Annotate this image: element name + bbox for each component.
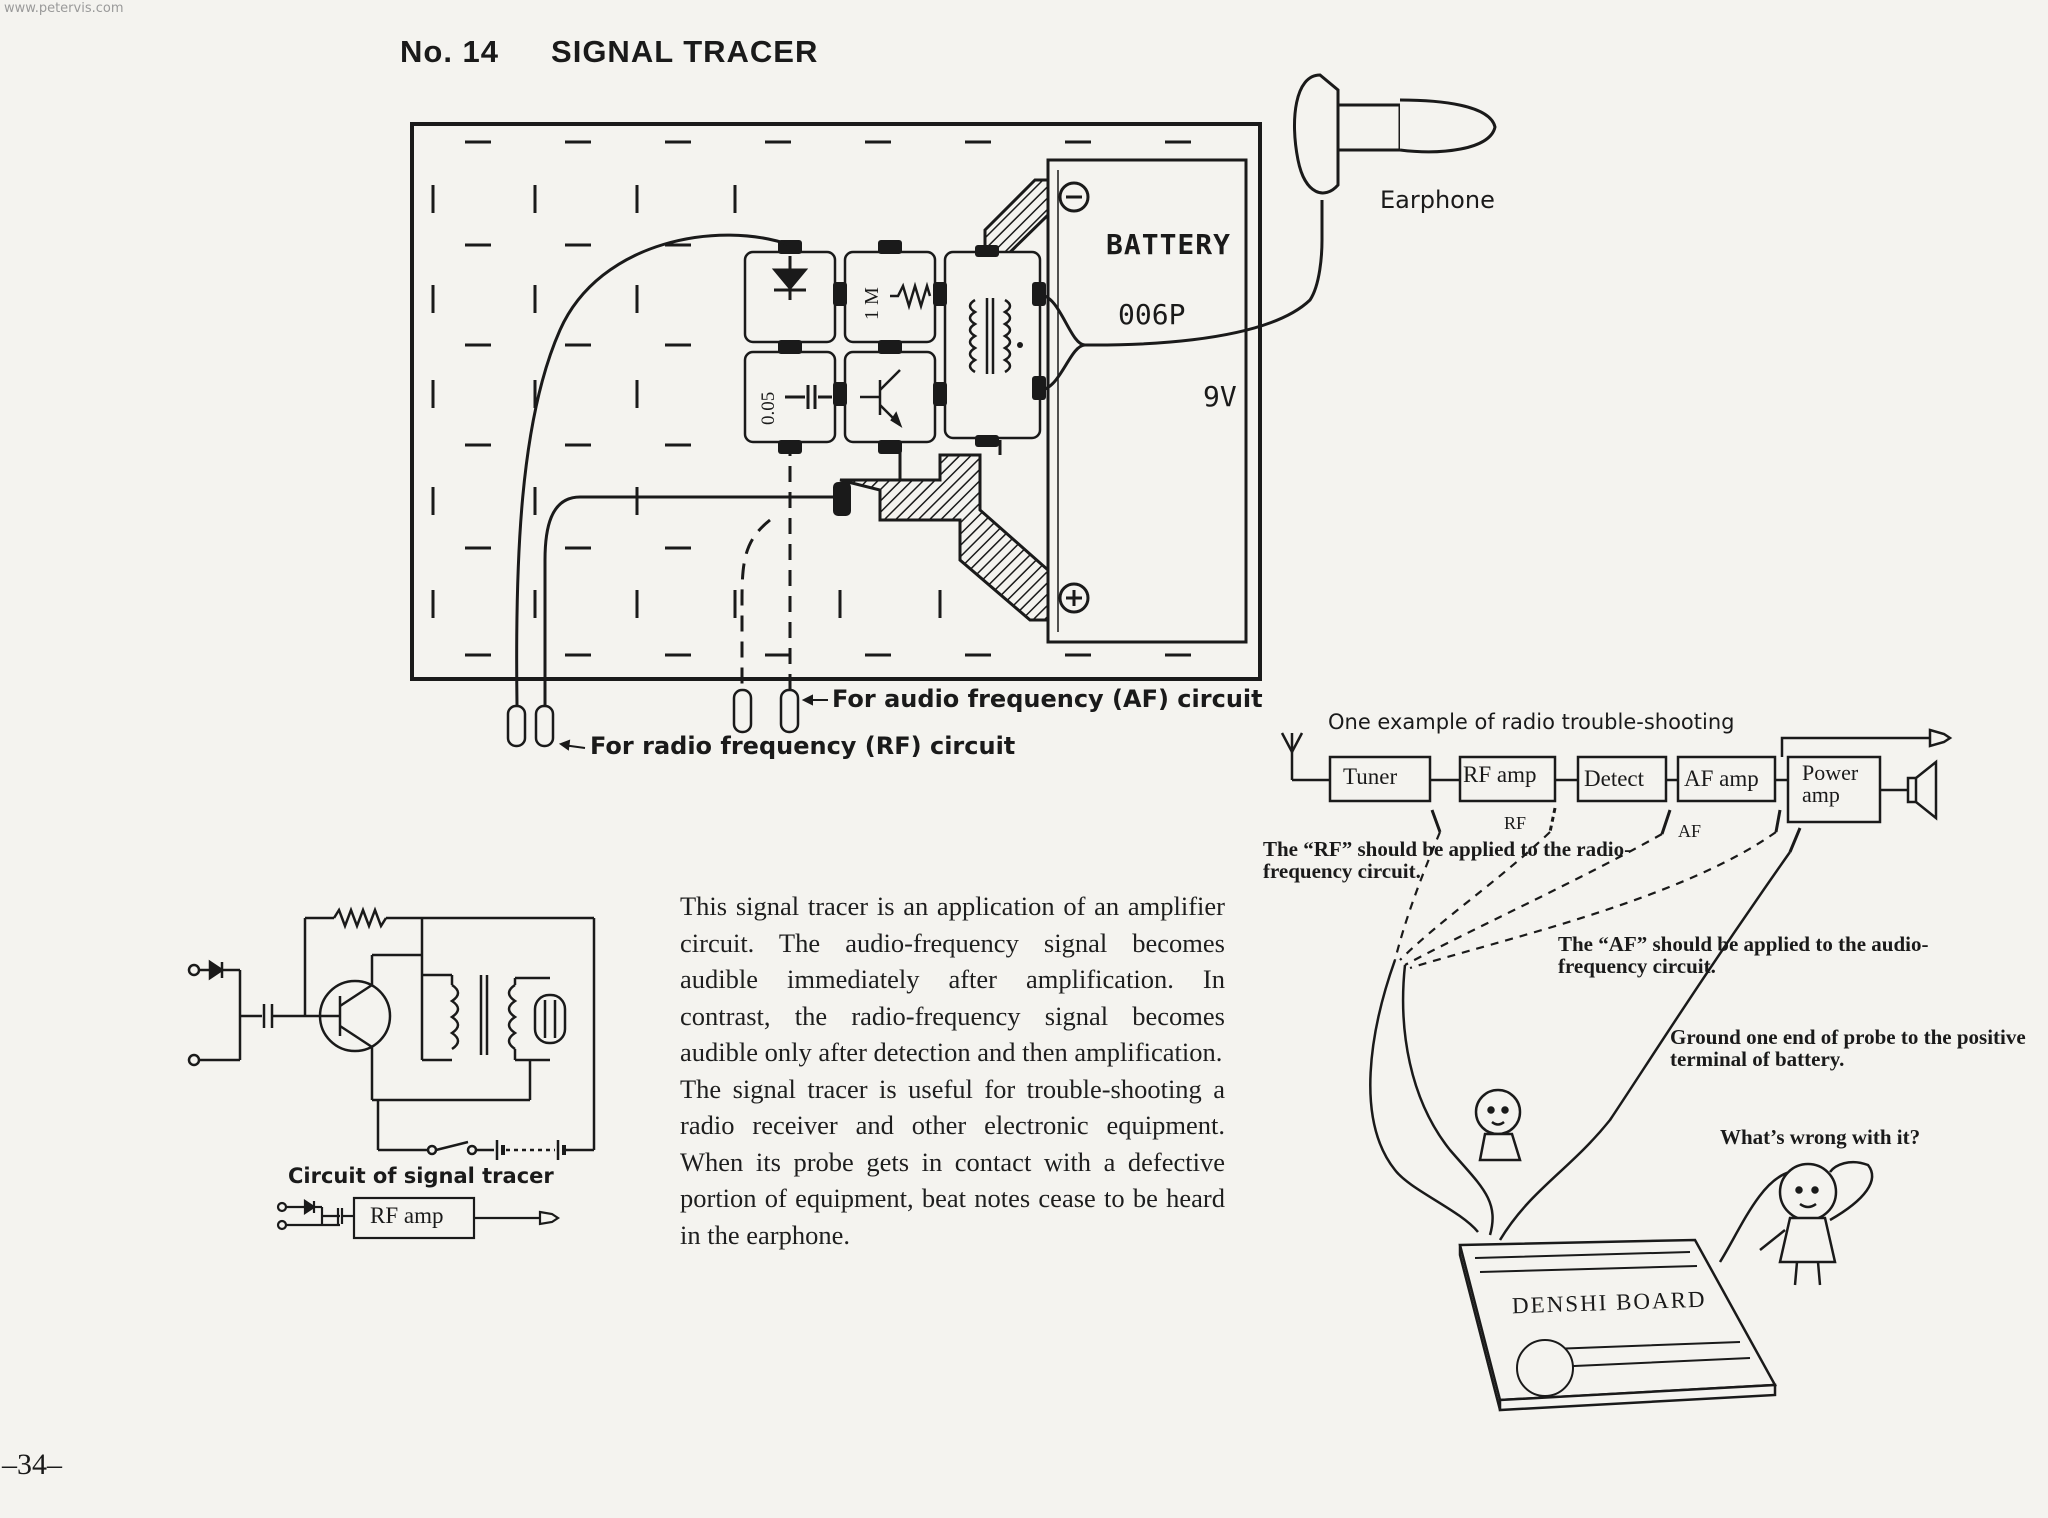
earphone-symbol bbox=[533, 993, 567, 1045]
rf-probe-tip-2 bbox=[534, 704, 555, 748]
earphone-icon bbox=[1292, 73, 1497, 240]
board-dial-icon bbox=[1516, 1339, 1574, 1397]
battery-type: 006P bbox=[1118, 298, 1186, 331]
earphone-label: Earphone bbox=[1380, 186, 1495, 214]
af-note: The “AF” should be applied to the audio-… bbox=[1558, 932, 1929, 978]
battery-voltage: 9V bbox=[1203, 380, 1237, 413]
antenna-icon bbox=[1280, 732, 1330, 782]
board-outline bbox=[410, 122, 1262, 681]
battery bbox=[1046, 158, 1248, 644]
af-probe-tip-1 bbox=[732, 688, 753, 734]
block-af-amp-label: AF amp bbox=[1684, 766, 1759, 791]
page-title: No. 14 SIGNAL TRACER bbox=[400, 34, 818, 70]
resistor-symbol bbox=[890, 281, 932, 311]
rf-probe-label: For radio frequency (RF) circuit bbox=[590, 732, 1016, 760]
af-probe-tip-2 bbox=[779, 688, 800, 734]
person-character-icon bbox=[1759, 1160, 1874, 1286]
page-number: –34– bbox=[2, 1448, 62, 1481]
block-power-amp bbox=[1786, 755, 1882, 824]
wire-block-bottom bbox=[839, 453, 1050, 622]
board-grid bbox=[431, 140, 1191, 657]
rf-probe-cable bbox=[515, 233, 791, 706]
transistor-symbol bbox=[318, 979, 392, 1053]
block-rf-amp bbox=[1458, 755, 1557, 803]
paragraph-2: The signal tracer is useful for trouble-… bbox=[680, 1073, 1225, 1250]
battery-minus-terminal bbox=[1058, 181, 1090, 213]
project-number: No. 14 bbox=[400, 34, 500, 69]
speaker-icon bbox=[1906, 776, 1918, 804]
block-power-amp-label: Power amp bbox=[1802, 760, 1859, 807]
schematic-caption: Circuit of signal tracer bbox=[288, 1164, 554, 1188]
transformer-coils bbox=[968, 298, 1012, 374]
battery-label: BATTERY bbox=[1106, 228, 1232, 261]
project-title: SIGNAL TRACER bbox=[551, 34, 819, 69]
question-note: What’s wrong with it? bbox=[1720, 1125, 1921, 1149]
block-rf-amp-label: RF amp bbox=[1463, 762, 1537, 787]
block-detect-label: Detect bbox=[1584, 766, 1645, 791]
battery-plus-terminal bbox=[1058, 582, 1090, 614]
rf-probe-ground-cable bbox=[543, 495, 840, 705]
description-text: This signal tracer is an application of … bbox=[680, 888, 1225, 1253]
af-tag: AF bbox=[1678, 821, 1702, 841]
watermark: www.petervis.com bbox=[4, 1, 124, 16]
troubleshoot-heading: One example of radio trouble-shooting bbox=[1328, 710, 1735, 734]
earphone-cable bbox=[1039, 239, 1324, 347]
block-tuner-label: Tuner bbox=[1343, 764, 1398, 789]
small-character-icon bbox=[1474, 1088, 1522, 1162]
af-probe-ground-cable bbox=[740, 518, 771, 690]
rf-tag: RF bbox=[1504, 813, 1527, 833]
rf-probe-tip-1 bbox=[506, 704, 527, 748]
af-probe-label: For audio frequency (AF) circuit bbox=[832, 685, 1263, 713]
mini-block-label: RF amp bbox=[370, 1203, 444, 1228]
rf-note: The “RF” should be applied to the radio-… bbox=[1263, 837, 1632, 883]
ground-note: Ground one end of probe to the positive … bbox=[1670, 1025, 2026, 1071]
paragraph-1: This signal tracer is an application of … bbox=[680, 891, 1225, 1067]
